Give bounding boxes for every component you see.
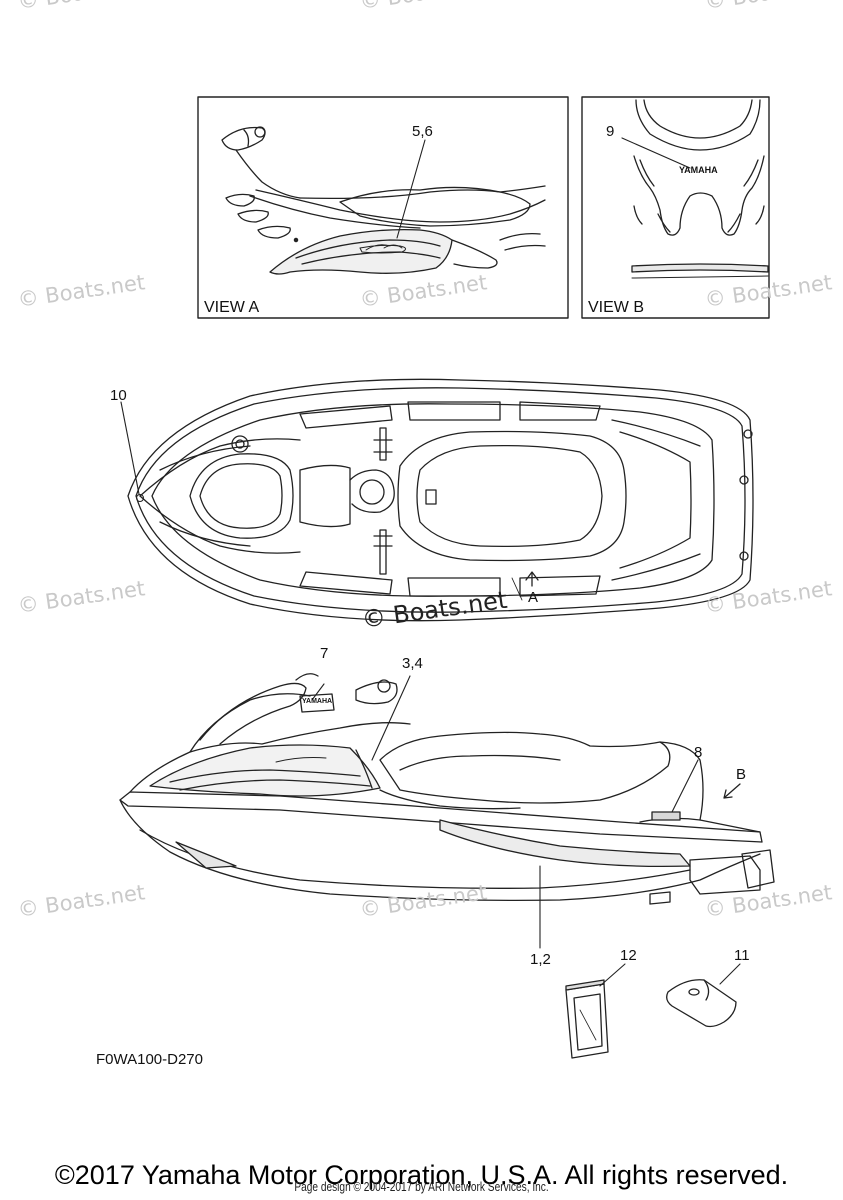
- top-view-watercraft: [120, 378, 754, 622]
- callout-8: 8: [694, 744, 703, 761]
- yamaha-decal-text: YAMAHA: [679, 165, 718, 175]
- callout-12: 12: [620, 947, 637, 964]
- view-b-frame: [581, 96, 770, 319]
- yamaha-decal-text: YAMAHA: [302, 698, 333, 705]
- page-design-credit: Page design © 2004-2017 by ARI Network S…: [294, 1179, 549, 1194]
- diagram-code: F0WA100-D270: [96, 1051, 203, 1068]
- view-a-direction-label: A: [528, 589, 539, 606]
- view-a-panel: [197, 96, 569, 319]
- callout-10: 10: [110, 387, 127, 404]
- callout-7: 7: [320, 645, 329, 662]
- callout-3-4: 3,4: [402, 655, 423, 672]
- callout-5-6: 5,6: [412, 123, 433, 140]
- view-b-label: VIEW B: [588, 299, 645, 316]
- view-b-direction-label: B: [736, 766, 747, 783]
- callout-1-2: 1,2: [530, 951, 551, 968]
- view-b-panel: [581, 96, 770, 319]
- view-a-label: VIEW A: [204, 299, 260, 316]
- part-12-document-pouch: [565, 963, 626, 1059]
- callout-11: 11: [734, 947, 750, 964]
- side-view-watercraft: [119, 673, 775, 949]
- copyright-notice: ©2017 Yamaha Motor Corporation, U.S.A. A…: [54, 1160, 789, 1190]
- part-11-pouch: [666, 963, 741, 1028]
- view-a-frame: [197, 96, 569, 319]
- callout-9: 9: [606, 123, 615, 140]
